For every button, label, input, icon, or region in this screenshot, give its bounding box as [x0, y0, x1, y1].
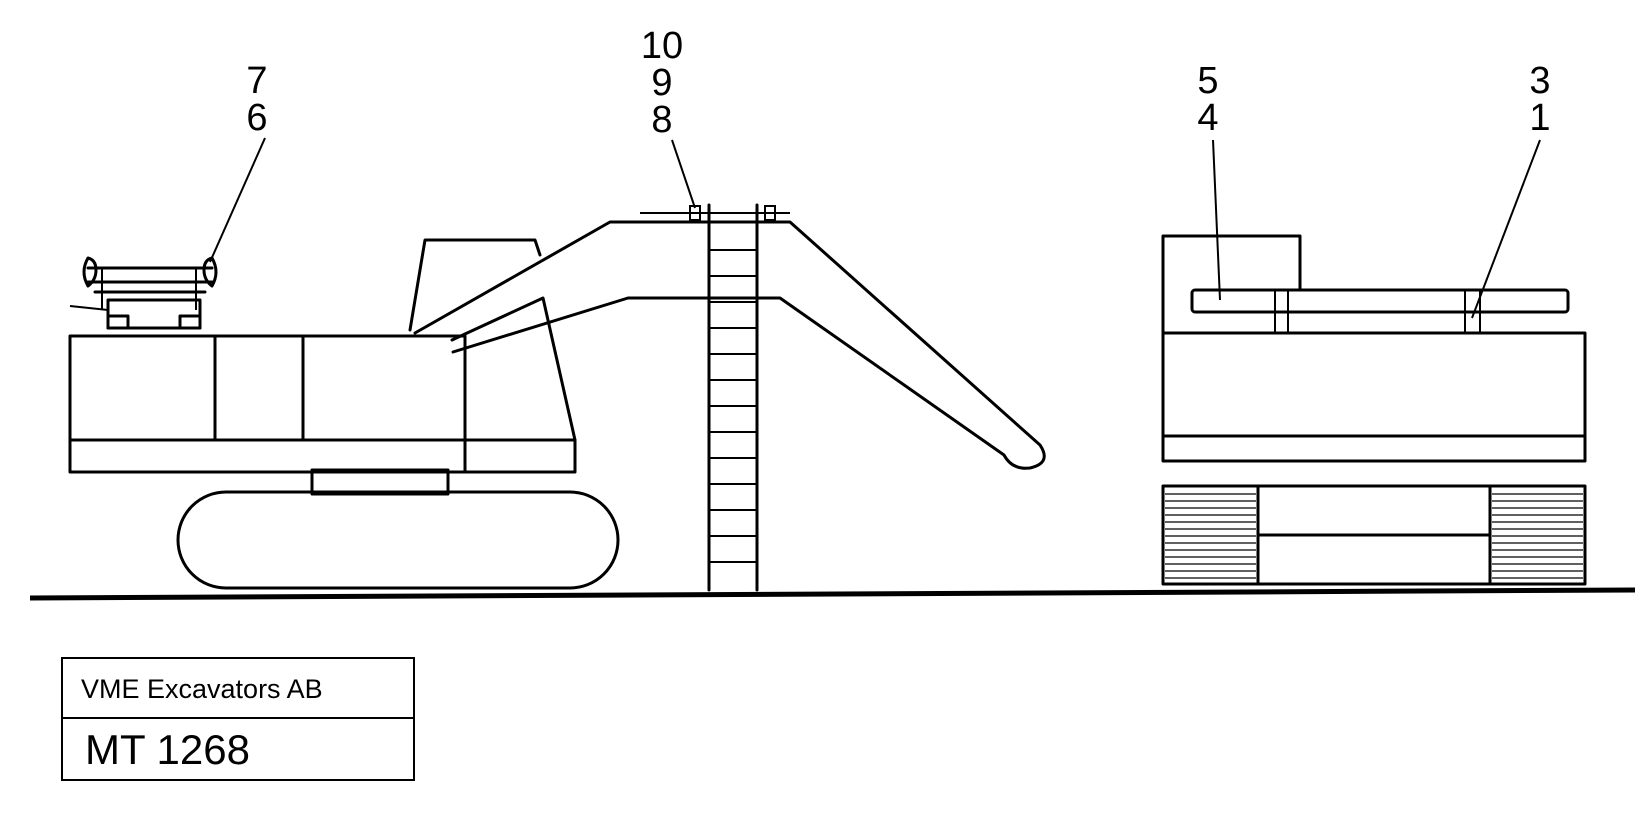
counterweight-lifting-device: [69, 256, 218, 330]
callout-6: 6: [246, 97, 267, 139]
callout-numbers: 7 6 10 9 8 5 4 3 1: [246, 25, 1550, 141]
rear-undercarriage: [1161, 484, 1587, 586]
ladder: [707, 203, 759, 592]
callout-10: 10: [641, 25, 683, 67]
ground-line: [29, 587, 1636, 601]
callout-3: 3: [1529, 60, 1550, 102]
side-upper-body: [68, 334, 467, 474]
drawing-number: MT 1268: [85, 726, 250, 773]
rear-counterweight-beam: [1190, 288, 1570, 314]
rear-body: [1161, 331, 1587, 463]
side-slew-ring: [310, 468, 450, 496]
side-track: [176, 490, 620, 590]
callout-5: 5: [1197, 60, 1218, 102]
side-view-excavator: [68, 203, 1046, 592]
callout-9: 9: [651, 62, 672, 104]
side-front-compartment: [450, 296, 577, 474]
callout-7: 7: [246, 60, 267, 102]
rear-right-track: [1492, 493, 1583, 579]
callout-1: 1: [1529, 97, 1550, 139]
side-cab: [408, 238, 542, 332]
company-name: VME Excavators AB: [63, 659, 413, 719]
leader-lines: [209, 137, 1541, 319]
rear-cab: [1161, 234, 1302, 335]
callout-4: 4: [1197, 97, 1218, 139]
callout-8: 8: [651, 99, 672, 141]
rear-view-excavator: [1161, 234, 1587, 586]
side-boom: [413, 220, 1046, 470]
title-block: VME Excavators AB MT 1268: [61, 657, 415, 781]
rear-left-track: [1165, 493, 1256, 579]
